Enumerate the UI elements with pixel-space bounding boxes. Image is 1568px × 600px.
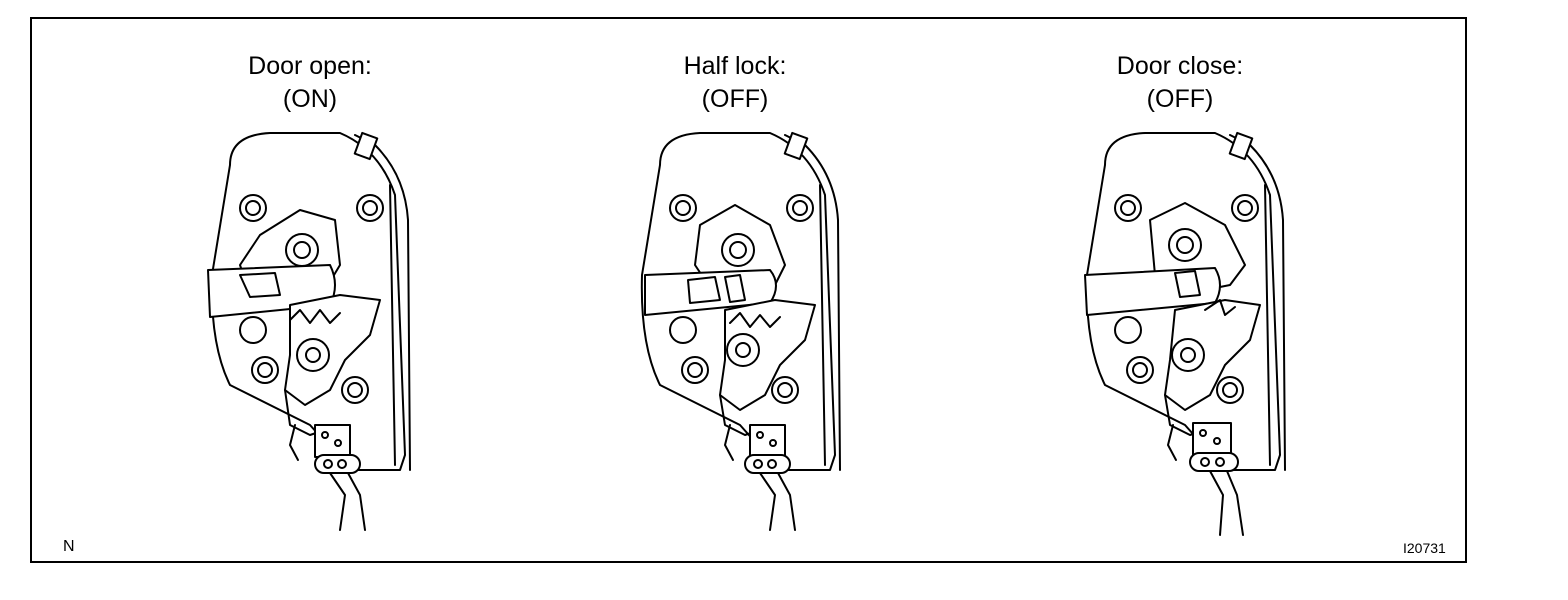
panel-title: Half lock: <box>683 52 787 80</box>
panel-title: Door close: <box>1116 52 1244 80</box>
panel-state: (ON) <box>282 85 338 113</box>
panel-caption-half-lock: Half lock: (OFF) <box>615 50 855 116</box>
diagram-frame <box>30 17 1467 563</box>
door-lock-illustration-half-lock <box>640 131 841 531</box>
figure-code: I20731 <box>1403 540 1446 556</box>
panel-title: Door open: <box>248 52 372 80</box>
panel-caption-door-close: Door close: (OFF) <box>1060 50 1300 116</box>
door-lock-illustration-close <box>1084 131 1286 536</box>
panel-caption-door-open: Door open: (ON) <box>190 50 430 116</box>
panel-state: (OFF) <box>1146 85 1214 113</box>
corner-label: N <box>63 538 75 555</box>
panel-state: (OFF) <box>701 85 769 113</box>
door-lock-illustration-open <box>207 131 411 531</box>
